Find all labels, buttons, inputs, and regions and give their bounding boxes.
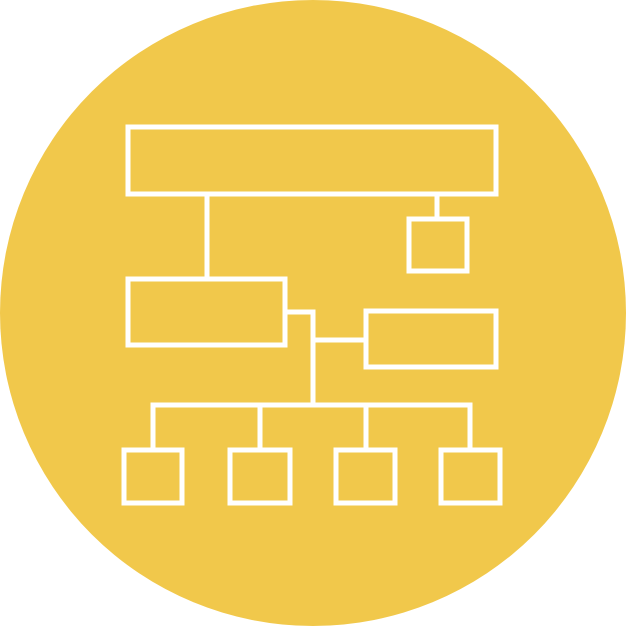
side-node-box <box>406 216 470 274</box>
top-node-box <box>125 124 499 197</box>
leaf-node-box <box>121 447 185 506</box>
hierarchy-diagram <box>121 124 503 506</box>
leaf-node-box <box>227 447 293 506</box>
leaf-node-box <box>333 447 398 506</box>
connector-line <box>285 309 316 405</box>
connector-line <box>150 402 473 450</box>
leaf-node-box <box>438 447 503 506</box>
mid-right-node-box <box>363 308 499 370</box>
